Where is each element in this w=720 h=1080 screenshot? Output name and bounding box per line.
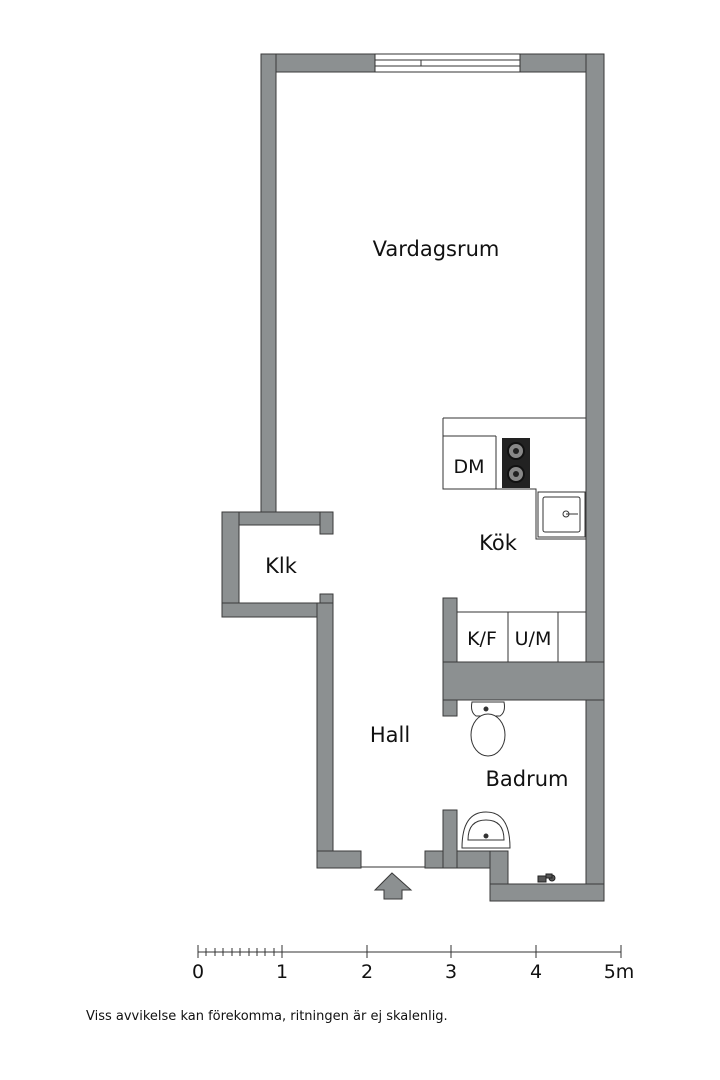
- disclaimer-text: Viss avvikelse kan förekomma, ritningen …: [86, 1009, 448, 1024]
- scale-label-1: 1: [276, 961, 288, 983]
- walls: [221, 53, 605, 902]
- toilet-icon: [470, 701, 506, 757]
- room-label-klk: Klk: [265, 554, 298, 578]
- kitchen-sink-icon: [537, 491, 586, 538]
- kitchen-lower-cabinets: [457, 611, 586, 662]
- scale-label-4: 4: [530, 961, 542, 983]
- kitchen-counter: [442, 417, 586, 540]
- room-label-vardagsrum: Vardagsrum: [373, 237, 500, 261]
- bathroom-sink-icon: [461, 811, 511, 849]
- fridge-freezer-label: K/F: [467, 628, 497, 650]
- shower-tap-icon: [537, 873, 556, 883]
- room-label-badrum: Badrum: [485, 767, 568, 791]
- room-label-hall: Hall: [370, 723, 410, 747]
- oven-microwave-label: U/M: [515, 628, 552, 650]
- scale-label-5m: 5m: [604, 961, 635, 983]
- scale-label-0: 0: [192, 961, 204, 983]
- stove-icon: [502, 438, 530, 488]
- entrance-arrow-icon: [373, 872, 413, 900]
- window: [374, 53, 521, 73]
- scale-bar: [197, 945, 622, 958]
- scale-label-2: 2: [361, 961, 373, 983]
- dishwasher-label: DM: [453, 456, 484, 478]
- room-label-kok: Kök: [479, 531, 518, 555]
- scale-label-3: 3: [445, 961, 457, 983]
